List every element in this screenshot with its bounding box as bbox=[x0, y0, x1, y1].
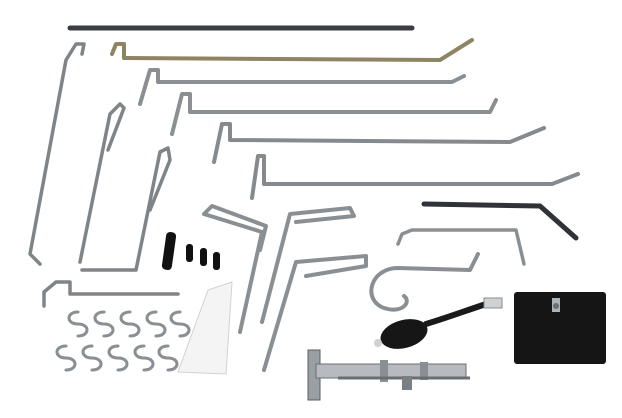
bracket-tool bbox=[307, 349, 470, 401]
hook-rod-4 bbox=[250, 154, 580, 200]
hook-rod-3 bbox=[212, 122, 546, 164]
straight-rod-black-right bbox=[421, 201, 579, 241]
s-hook-group bbox=[55, 310, 191, 372]
hook-rod-2 bbox=[170, 92, 498, 136]
hook-rod-brass bbox=[110, 38, 474, 62]
loop-rod-3 bbox=[262, 254, 368, 372]
white-board bbox=[177, 281, 233, 375]
rubber-tips bbox=[161, 232, 220, 270]
hook-rod-right bbox=[396, 228, 526, 266]
hook-rod-1 bbox=[138, 68, 466, 106]
hand-pump bbox=[374, 297, 503, 349]
hook-rod-left-short bbox=[80, 146, 172, 272]
hook-rod-left-long bbox=[28, 42, 86, 266]
l-rod-bottom-left bbox=[42, 280, 180, 308]
hook-rod-left-mid bbox=[78, 102, 126, 264]
loop-rod-1 bbox=[202, 204, 268, 334]
curved-hook bbox=[369, 252, 480, 312]
loop-rod-2 bbox=[260, 206, 356, 324]
glue-pad bbox=[514, 292, 606, 364]
